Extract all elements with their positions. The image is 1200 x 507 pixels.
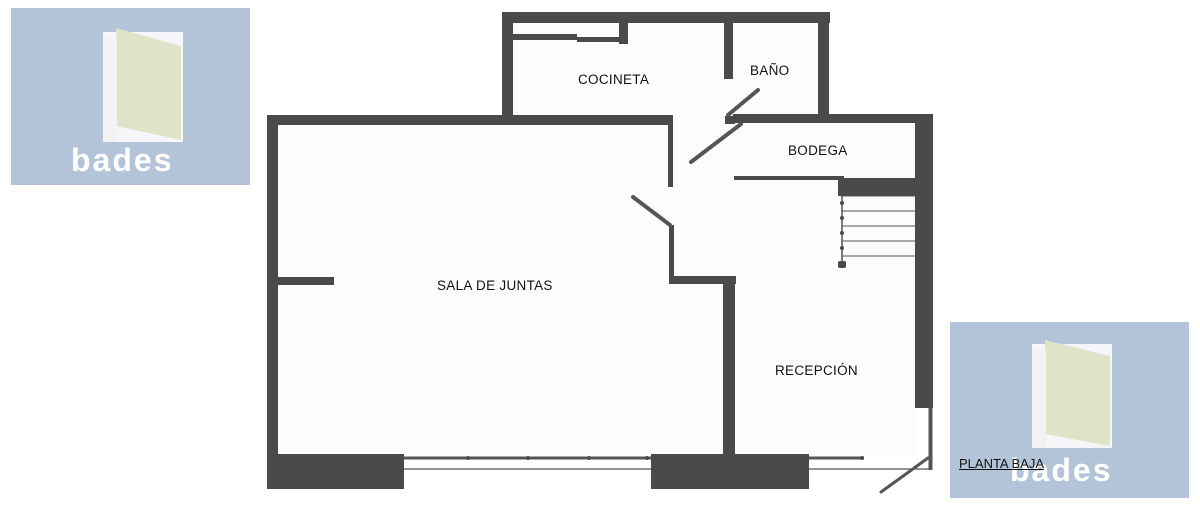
room-label-sala-de-juntas: SALA DE JUNTAS bbox=[437, 278, 553, 293]
logo-watermark-top-left: bades bbox=[11, 8, 250, 185]
logo-text: bades bbox=[71, 142, 174, 178]
thin-lines bbox=[404, 88, 933, 494]
room-label-cocineta: COCINETA bbox=[578, 72, 649, 87]
stair-markers bbox=[466, 201, 864, 460]
walls bbox=[267, 12, 933, 489]
room-label-bano: BAÑO bbox=[750, 63, 789, 78]
logo-book-icon bbox=[103, 28, 183, 142]
floor-area bbox=[278, 24, 916, 455]
room-label-bodega: BODEGA bbox=[788, 143, 848, 158]
plan-caption: PLANTA BAJA bbox=[959, 456, 1045, 471]
logo-book-icon bbox=[1032, 340, 1112, 448]
room-label-recepcion: RECEPCIÓN bbox=[775, 363, 858, 378]
logo-watermark-bottom-right: bades bbox=[950, 322, 1189, 498]
logo-text: bades bbox=[1010, 452, 1113, 488]
